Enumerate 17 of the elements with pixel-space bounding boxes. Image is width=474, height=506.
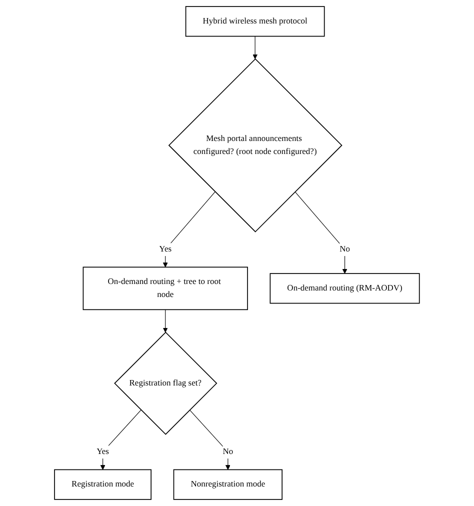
arrow [162,191,216,268]
arrow [252,36,258,60]
node-box: Hybrid wireless mesh protocol [185,6,325,37]
node-box: On-demand routing + tree to root node [82,266,248,310]
node-box: Nonregistration mode [173,469,283,500]
edge-label: No [222,447,234,456]
edge-label: Yes [96,447,110,456]
edge-label: Yes [159,244,172,254]
node-box: On-demand routing (RM-AODV) [270,273,420,304]
node-diamond: Registration flag set? [114,332,218,435]
arrow [189,410,230,470]
node-box: Registration mode [54,469,152,500]
node-diamond: Mesh portal announcements configured? (root node configured?) [168,58,342,232]
arrow [294,191,348,274]
arrow [100,410,142,470]
arrow [162,309,168,333]
edge-label: No [340,244,350,254]
